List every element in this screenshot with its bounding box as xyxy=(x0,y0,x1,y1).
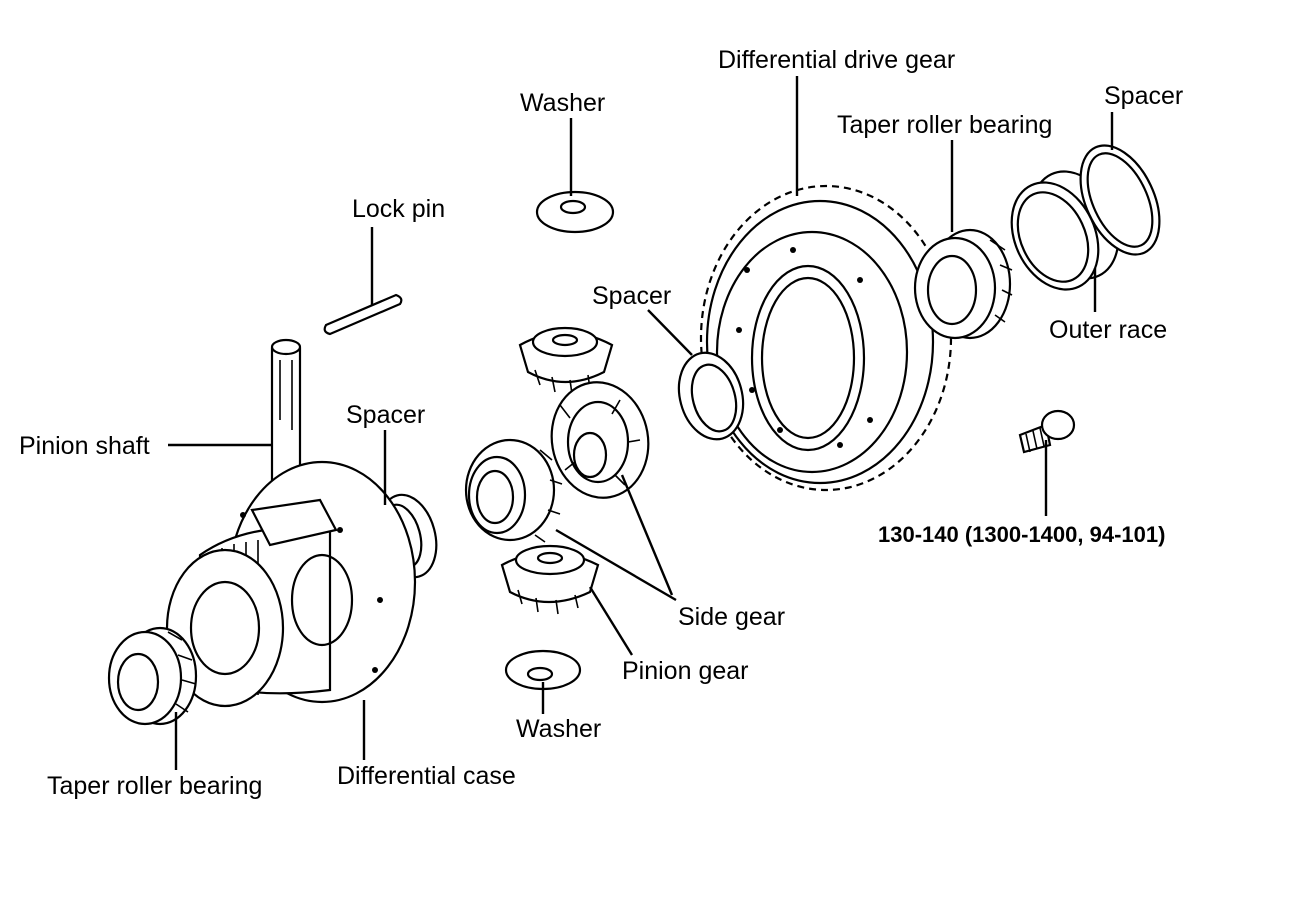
label-differential-case: Differential case xyxy=(337,762,516,790)
label-pinion-shaft: Pinion shaft xyxy=(19,432,150,460)
label-bolt-torque: 130-140 (1300-1400, 94-101) xyxy=(878,522,1165,547)
bolt-part xyxy=(1018,409,1076,454)
pinion-gear-lower-part xyxy=(500,544,600,615)
label-spacer-top-right: Spacer xyxy=(1104,82,1183,110)
label-outer-race: Outer race xyxy=(1049,316,1167,344)
pinion-gear-upper-part xyxy=(518,326,614,395)
spacer-middle-part xyxy=(677,351,745,441)
side-gear-left-part xyxy=(464,438,563,543)
label-taper-roller-bearing-right: Taper roller bearing xyxy=(837,111,1052,139)
lock-pin-part xyxy=(323,293,403,336)
label-spacer-left: Spacer xyxy=(346,401,425,429)
label-taper-roller-bearing-left: Taper roller bearing xyxy=(47,772,262,800)
taper-roller-bearing-left-part xyxy=(107,626,198,726)
side-gear-center-part xyxy=(550,381,650,499)
taper-roller-bearing-right-part xyxy=(913,228,1013,340)
label-side-gear: Side gear xyxy=(678,603,785,631)
differential-case-part xyxy=(165,460,417,708)
label-washer-bottom: Washer xyxy=(516,715,601,743)
label-lock-pin: Lock pin xyxy=(352,195,445,223)
washer-top-part xyxy=(535,190,615,234)
label-pinion-gear: Pinion gear xyxy=(622,657,748,685)
label-spacer-middle: Spacer xyxy=(592,282,671,310)
label-differential-drive-gear: Differential drive gear xyxy=(718,46,955,74)
leader-lines xyxy=(168,76,1114,770)
outer-race-part xyxy=(1010,170,1120,291)
differential-drive-gear-part xyxy=(699,184,953,492)
label-washer-top: Washer xyxy=(520,89,605,117)
spacer-top-right-part xyxy=(1079,144,1161,256)
